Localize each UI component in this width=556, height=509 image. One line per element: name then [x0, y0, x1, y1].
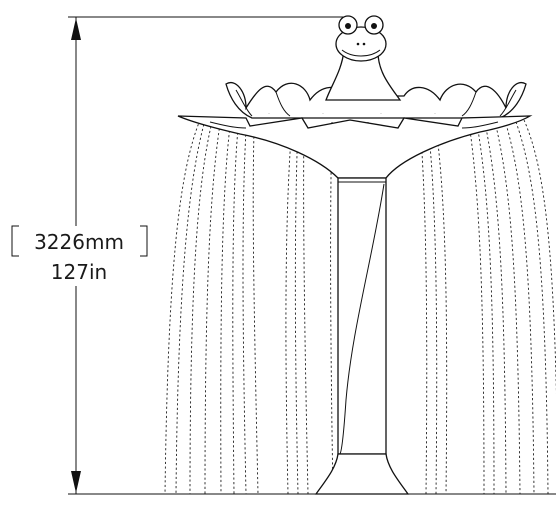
svg-text:..: .. — [322, 111, 324, 115]
spray-stream — [189, 121, 213, 495]
spray-stream — [220, 125, 231, 495]
svg-text:..: .. — [380, 111, 382, 115]
spray-stream — [477, 129, 495, 495]
spray-stream — [523, 119, 556, 395]
bracket-right — [140, 225, 148, 257]
fountain-canopy — [177, 115, 533, 179]
height-dimension: 3226mm 127in — [6, 16, 346, 495]
spray-stream — [515, 121, 549, 495]
spray-stream — [294, 123, 299, 495]
dimension-arrow-top — [71, 18, 81, 40]
svg-text:..: .. — [434, 111, 436, 115]
bracket-left — [11, 225, 19, 257]
dimension-imperial-text: 127in — [51, 260, 107, 284]
fountain-base — [314, 453, 410, 495]
spray-stream — [252, 131, 259, 495]
spray-stream — [232, 127, 239, 495]
fountain-column — [337, 177, 387, 455]
dimension-arrow-bottom — [71, 471, 81, 493]
spray-stream — [435, 125, 448, 495]
spray-stream — [285, 123, 293, 495]
spray-stream — [303, 123, 309, 495]
frog-icon — [325, 15, 402, 101]
spray-stream — [330, 121, 334, 495]
spray-stream — [469, 129, 485, 495]
dimension-metric-text: 3226mm — [34, 230, 124, 254]
spray-stream — [485, 127, 507, 495]
spray-stream — [505, 123, 535, 495]
dimension-label-backdrop — [6, 226, 146, 286]
spray-stream — [242, 129, 247, 495]
spray-stream — [175, 119, 206, 495]
spray-stream — [419, 123, 428, 495]
svg-text:..: .. — [268, 111, 270, 115]
spray-stream — [204, 123, 221, 495]
spray-stream — [164, 119, 201, 495]
spray-stream — [495, 125, 521, 495]
spray-stream — [427, 123, 438, 495]
